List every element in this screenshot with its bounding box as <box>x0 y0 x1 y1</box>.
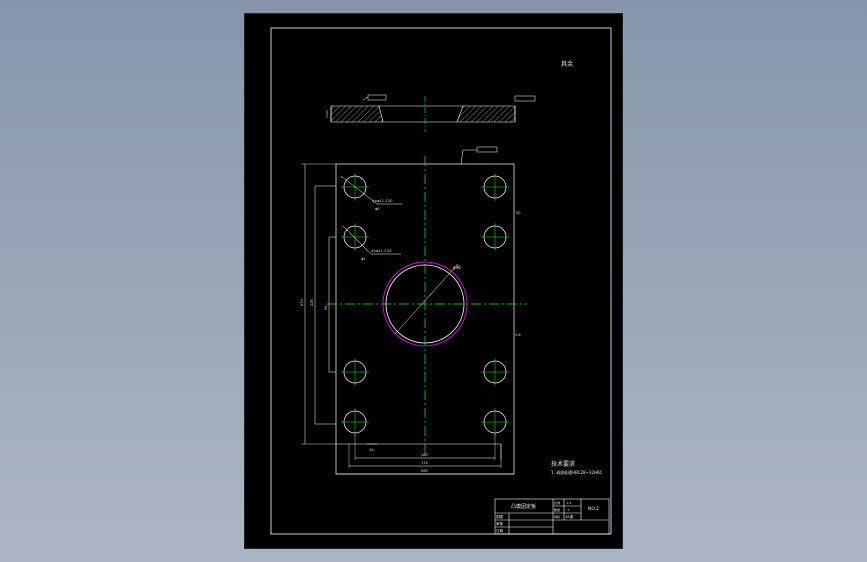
row-3-label: 日期 <box>496 528 504 533</box>
hole-note-2-sub: φ5 <box>361 257 366 261</box>
qty-value: 1 <box>567 508 569 512</box>
dim-tiny: 10 <box>369 448 373 452</box>
cad-drawing: 其余 φ98 <box>270 27 612 535</box>
dim-left-inner: 226 <box>310 299 314 306</box>
finish-note: 其余 <box>561 60 573 68</box>
hole-note-1-sub: φ5 <box>375 207 380 211</box>
dim-bottom-mid: 174 <box>421 461 428 465</box>
title-block <box>494 498 610 535</box>
scale-label: 比例 <box>554 500 560 505</box>
row-2-label: 审核 <box>496 521 504 526</box>
tech-req-title: 技术要求 <box>551 460 575 468</box>
dim-right-edge: 20 <box>516 211 520 215</box>
scale-value: 1:1 <box>566 501 572 505</box>
hole-note-1: 4×φ11 ↧20 <box>372 199 392 203</box>
dim-bottom-outer: 200 <box>421 469 428 473</box>
drawing-number: NO.2 <box>588 506 599 512</box>
technical-requirements: 技术要求 1. 调质处理HRC28~32HRC <box>551 460 603 475</box>
drawing-sheet: 其余 φ98 <box>244 13 623 549</box>
section-view <box>326 94 536 132</box>
center-hole <box>385 264 465 344</box>
inner-frame <box>270 27 612 535</box>
counterbore-circle <box>382 261 468 347</box>
plan-view: φ98 4×φ11 ↧20 φ5 4×φ11 <box>300 146 527 475</box>
part-name: 凸模固定板 <box>511 503 536 510</box>
hole-note-2: 4×φ11 ↧20 <box>371 249 391 253</box>
material-value: 45钢 <box>565 514 573 519</box>
dim-left-outer: 270 <box>300 299 304 306</box>
tech-req-line-1: 1. 调质处理HRC28~32HRC <box>551 469 603 475</box>
dim-bottom-inner: 160 <box>421 453 428 457</box>
dim-left-small: 20 <box>324 306 328 310</box>
dim-center-dia: φ98 <box>453 265 461 270</box>
row-1-label: 制图 <box>496 514 504 519</box>
dim-right-side: 1.6 <box>515 333 521 337</box>
qty-label: 数量 <box>554 507 560 512</box>
material-label: 材料 <box>554 514 560 519</box>
